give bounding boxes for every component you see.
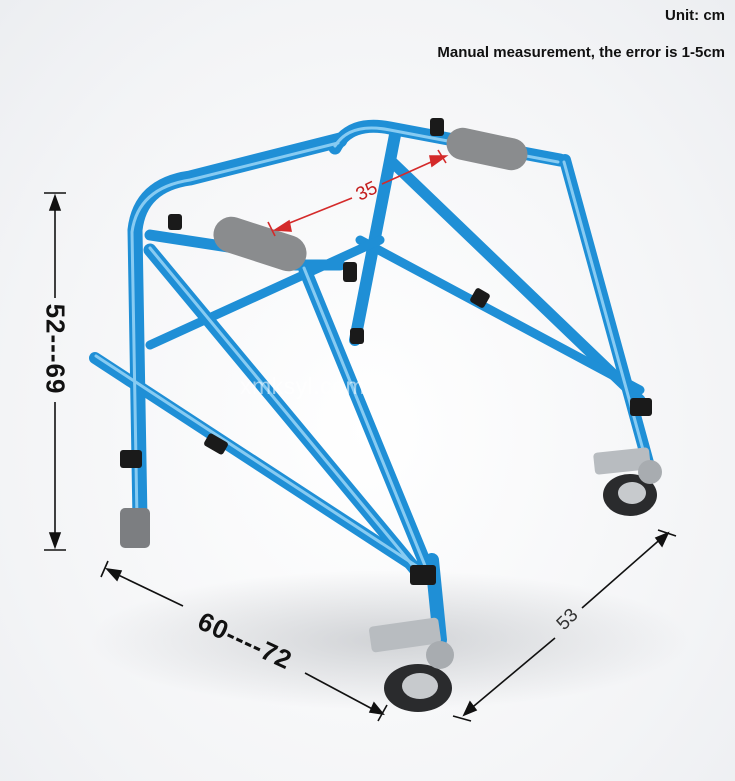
rubber-tip — [120, 508, 150, 548]
grip-dimension — [267, 149, 449, 237]
rear-frame — [145, 119, 656, 476]
left-grip — [213, 216, 307, 272]
dimension-lines — [44, 192, 677, 722]
height-dimension-label: 52---69 — [40, 303, 71, 395]
rear-caster — [593, 447, 662, 516]
right-grip — [446, 127, 528, 171]
frame-highlights — [94, 126, 650, 580]
watermark: xmksyl.com — [240, 373, 366, 399]
front-caster — [369, 617, 454, 712]
hand-grips — [213, 127, 528, 272]
unit-label: Unit: cm — [665, 7, 725, 24]
accuracy-note: Manual measurement, the error is 1-5cm — [437, 44, 725, 61]
black-fittings — [120, 118, 652, 585]
